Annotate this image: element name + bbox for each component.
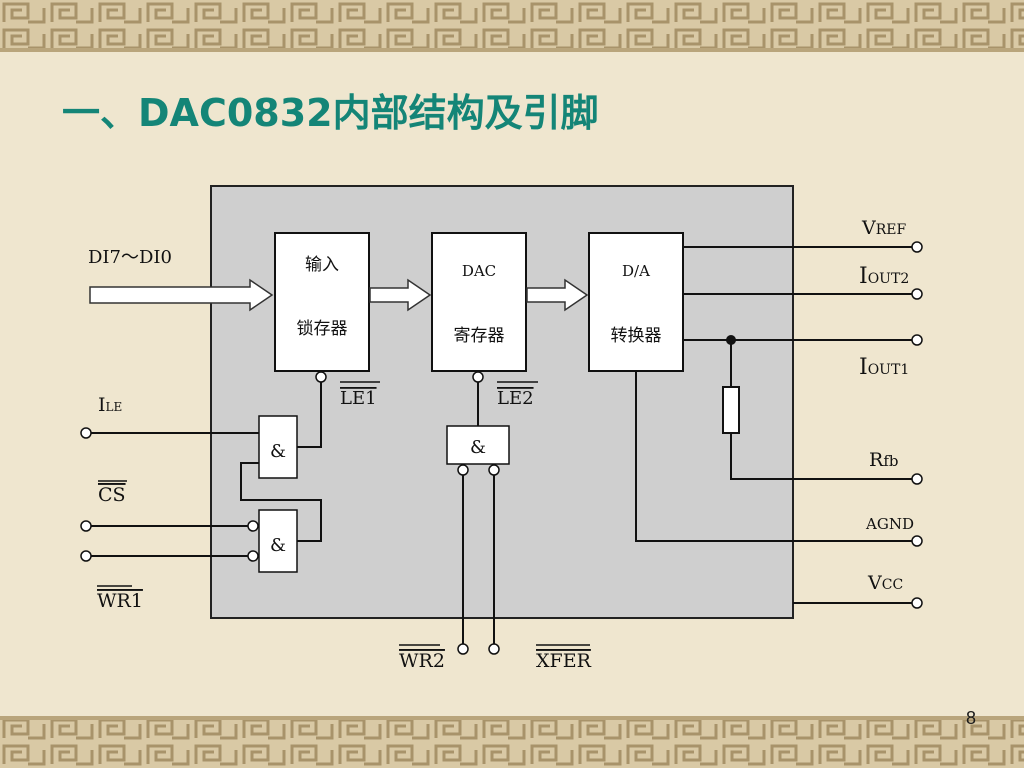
internal-wiring: [91, 246, 912, 644]
bottom-decorative-band: [0, 716, 1024, 768]
input-latch-label-1: 输入: [305, 255, 339, 275]
dac-register-block: [431, 232, 527, 372]
page-title: 一、DAC0832内部结构及引脚: [62, 91, 599, 135]
le2-bubble: [472, 371, 484, 383]
input-latch-block: [274, 232, 370, 372]
da-converter-block: [588, 232, 684, 372]
bus-arrow-register-to-converter: [526, 278, 589, 312]
pin-label-xfer: XFER: [536, 650, 592, 672]
pin-label-wr2: WR2: [399, 650, 445, 672]
and-gate-xfer-symbol: &: [470, 437, 486, 458]
pin-terminals: [80, 241, 923, 655]
page-number: 8: [966, 708, 977, 728]
dac-register-label-2: 寄存器: [454, 326, 505, 346]
le1-label: LE1: [340, 388, 377, 409]
and-gate-cs-symbol: &: [270, 535, 286, 556]
pin-label-iout2: IOUT2: [859, 264, 909, 289]
le2-label: LE2: [497, 388, 534, 409]
pin-label-agnd: AGND: [865, 515, 914, 533]
and-gate-ile-symbol: &: [270, 441, 286, 462]
pin-label-wr1: WR1: [97, 590, 143, 612]
pin-label-rfb: Rfb: [869, 449, 898, 471]
bus-arrow-latch-to-register: [369, 278, 432, 312]
input-bus-label: DI7～DI0: [88, 247, 172, 268]
and-gate-xfer: [446, 425, 510, 465]
pin-label-iout1: IOUT1: [859, 355, 909, 380]
le1-bubble: [315, 371, 327, 383]
pin-label-cs: CS: [98, 484, 126, 506]
da-converter-label-2: 转换器: [611, 326, 662, 346]
pin-label-ile: ILE: [98, 394, 122, 416]
input-latch-label-2: 锁存器: [297, 319, 348, 339]
pin-label-vcc: VCC: [867, 572, 903, 594]
top-decorative-band: [0, 0, 1024, 52]
pin-label-vref: VREF: [861, 217, 906, 239]
input-bus-arrow: [89, 278, 274, 312]
dac-register-label-1: DAC: [462, 262, 496, 280]
da-converter-label-1: D/A: [622, 262, 650, 280]
